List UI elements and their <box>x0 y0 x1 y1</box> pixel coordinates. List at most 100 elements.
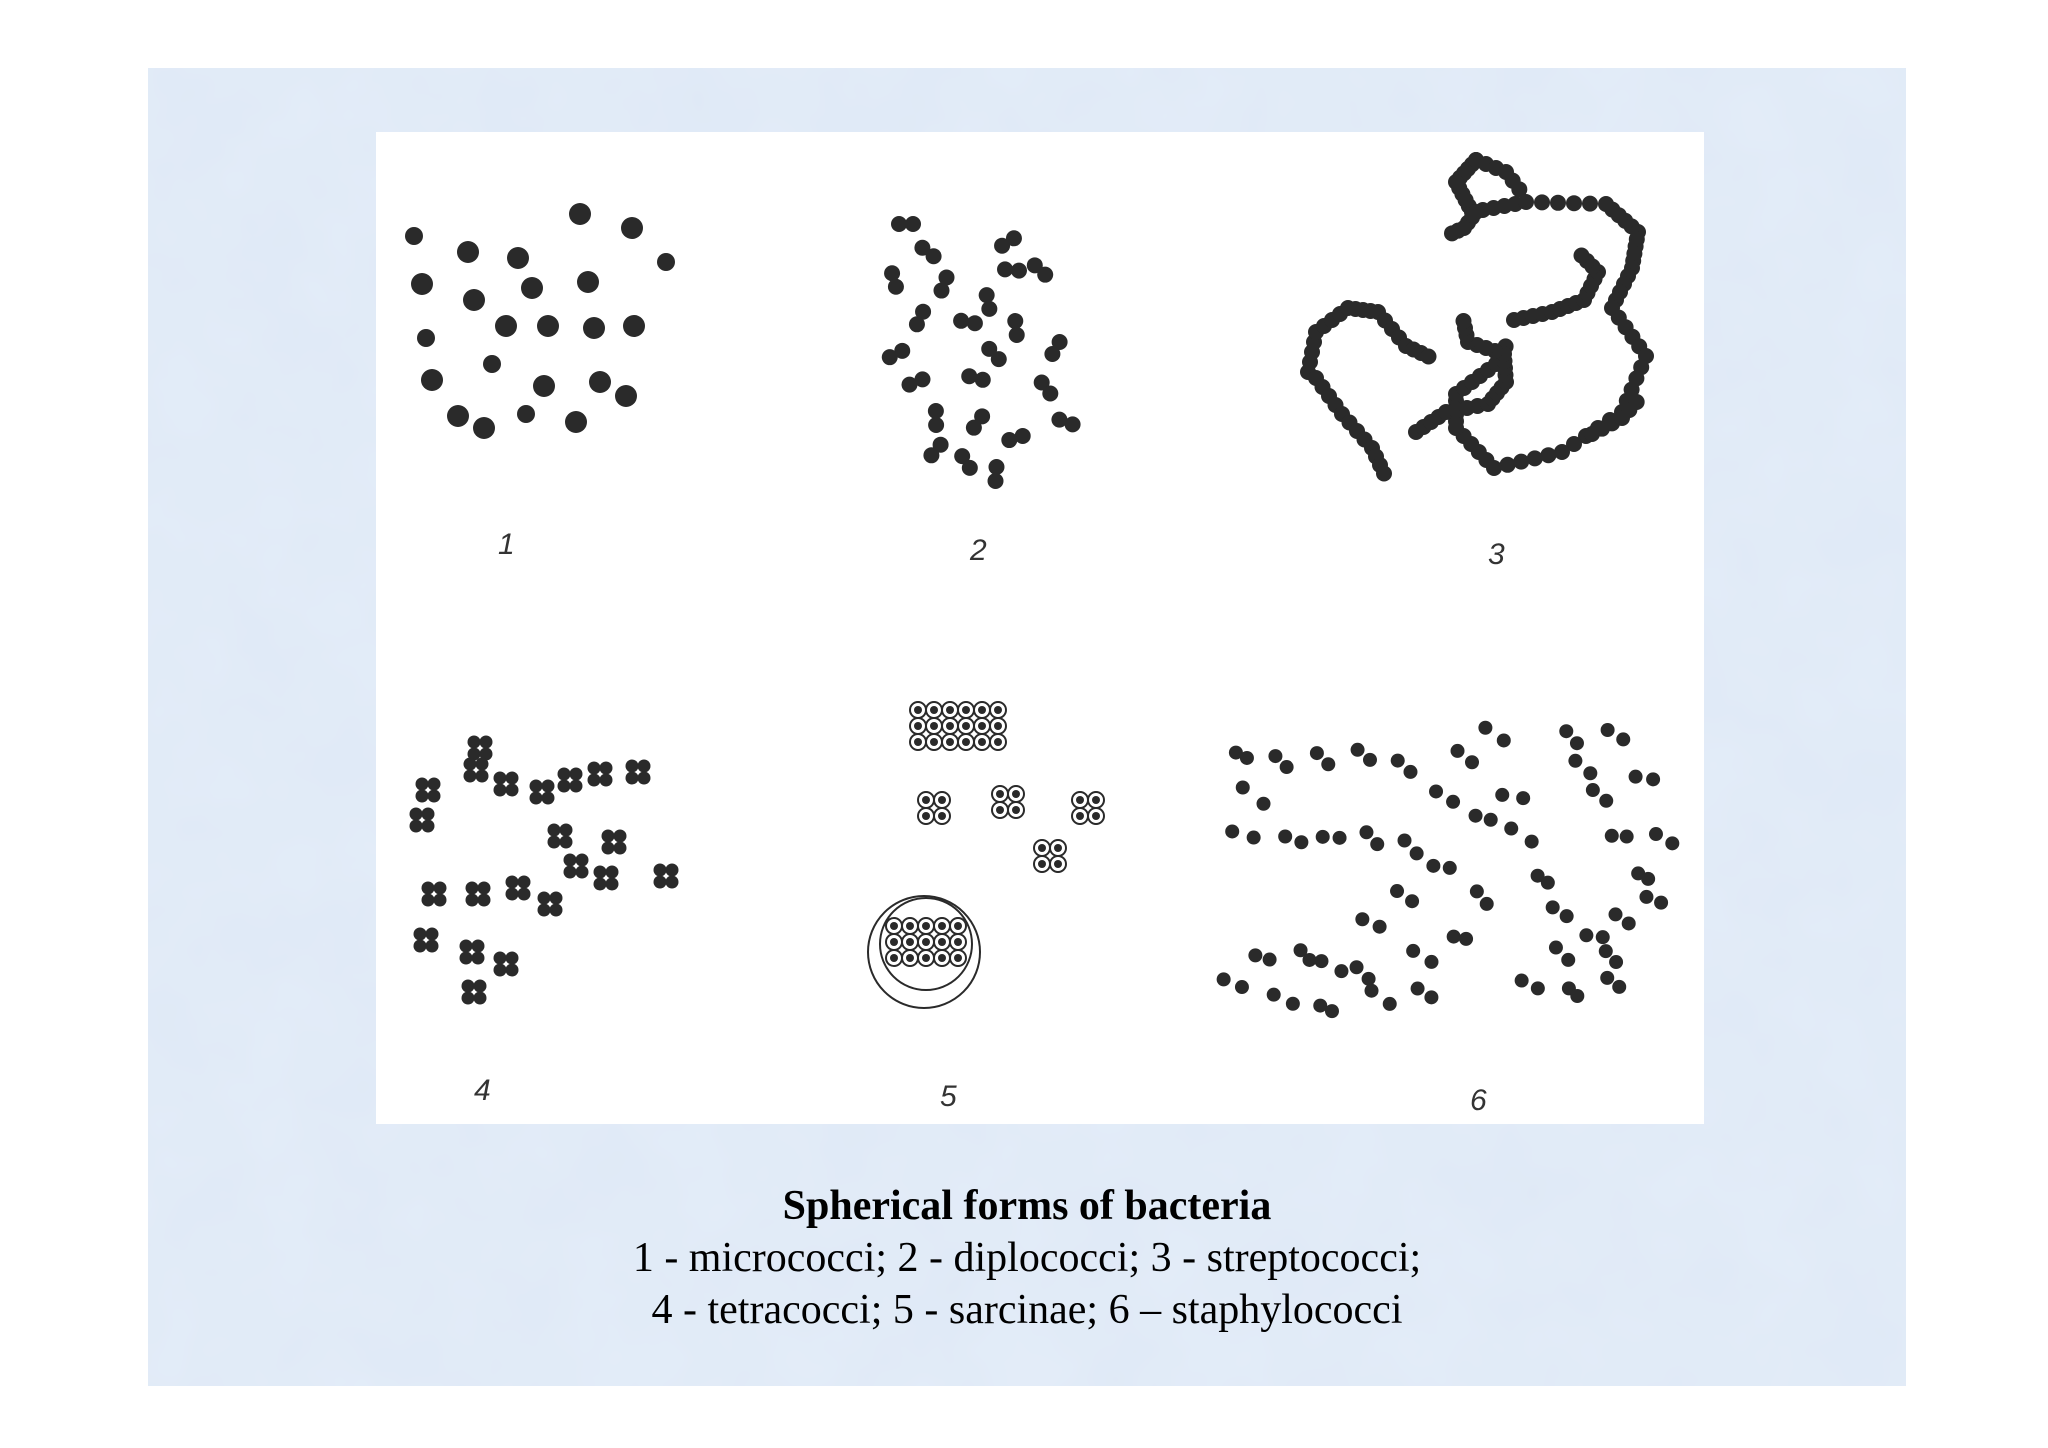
coccus <box>621 217 643 239</box>
diplococcus-cell <box>1051 411 1068 428</box>
staphylococcus-cell <box>1646 772 1661 787</box>
staphylococcus-cell <box>1248 948 1263 963</box>
tetracocci-cluster <box>409 735 679 1005</box>
staphylococcus-cell <box>1278 829 1293 844</box>
sarcina-cell <box>922 938 930 946</box>
diplococcus-cell <box>1026 257 1043 274</box>
tetracoccus-cell <box>433 881 447 895</box>
sarcina-cell <box>946 738 954 746</box>
streptococcus-cell <box>1550 194 1566 211</box>
staphylococcus-cell <box>1514 973 1529 988</box>
tetracoccus-cell <box>665 863 679 877</box>
diplococcus-cell <box>1005 230 1022 247</box>
staphylococcus-cell <box>1409 846 1424 861</box>
staphylococcus-cell <box>1496 733 1511 748</box>
tetracoccus-cell <box>467 735 481 749</box>
figure-caption: Spherical forms of bacteria 1 - micrococ… <box>148 1180 1906 1336</box>
sarcina-cell <box>1092 796 1100 804</box>
sarcina-cell <box>930 722 938 730</box>
sarcina-cell <box>989 733 1007 751</box>
sarcina-cell <box>922 954 930 962</box>
staphylococcus-cell <box>1324 1004 1339 1019</box>
streptococcus-cell <box>1444 225 1460 242</box>
staphylococcus-cell <box>1406 943 1421 958</box>
tetracoccus-cell <box>625 771 639 785</box>
staphylococcus-cell <box>1382 996 1397 1011</box>
figure-panel: 1 2 3 4 5 6 <box>376 132 1704 1124</box>
staphylococcus-cell <box>1361 971 1376 986</box>
diplococcus-cell <box>1001 432 1018 449</box>
staphylococcus-cell <box>1469 884 1484 899</box>
staphylococcus-cell <box>1426 858 1441 873</box>
coccus <box>521 277 543 299</box>
tetracoccus-cell <box>427 777 441 791</box>
panel-label-4: 4 <box>474 1074 491 1107</box>
tetracoccus-cell <box>493 951 507 965</box>
tetracoccus-cell <box>569 767 583 781</box>
diplococcus-cell <box>1051 333 1068 350</box>
tetracoccus-cell <box>517 887 531 901</box>
staphylococcus-cell <box>1483 812 1498 827</box>
staphylococcus-cell <box>1524 834 1539 849</box>
staphylococcus-cell <box>1619 829 1634 844</box>
coccus <box>507 247 529 269</box>
staphylococcus-cell <box>1479 896 1494 911</box>
tetracoccus-cell <box>505 887 519 901</box>
tetracoccus-cell <box>505 771 519 785</box>
diplococci-cluster <box>881 216 1081 489</box>
staphylococcus-cell <box>1568 753 1583 768</box>
diplococcus-cell <box>925 248 942 265</box>
streptococcus-cell <box>1566 436 1582 452</box>
diplococcus-cell <box>953 312 970 329</box>
tetracoccus-cell <box>425 939 439 953</box>
sarcina-cell <box>994 722 1002 730</box>
sarcina-outline <box>867 895 981 1009</box>
diplococcus-cell <box>997 261 1014 278</box>
staphylococcus-cell <box>1450 743 1465 758</box>
tetracoccus-cell <box>493 771 507 785</box>
sarcina-cell <box>1076 812 1084 820</box>
coccus <box>615 385 637 407</box>
staphylococcus-cell <box>1390 884 1405 899</box>
staphylococcus-cell <box>1397 833 1412 848</box>
sarcina-cell <box>1076 796 1084 804</box>
diplococcus-cell <box>894 342 911 359</box>
diplococcus-cell <box>1014 427 1031 444</box>
tetracoccus-cell <box>563 865 577 879</box>
staphylococcus-cell <box>1639 889 1654 904</box>
staphylococcus-cell <box>1465 755 1480 770</box>
sarcina-cell <box>930 706 938 714</box>
staphylococcus-cell <box>1442 860 1457 875</box>
streptococcus-cell <box>1573 247 1590 264</box>
sarcina-cell <box>1038 844 1046 852</box>
staphylococcus-cell <box>1225 824 1240 839</box>
staphylococcus-cell <box>1279 760 1294 775</box>
panel-label-2: 2 <box>969 534 987 567</box>
tetracoccus-cell <box>665 875 679 889</box>
tetracoccus-cell <box>461 991 475 1005</box>
staphylococcus-cell <box>1350 742 1365 757</box>
staphylococcus-cell <box>1495 787 1510 802</box>
staphylococcus-cell <box>1599 793 1614 808</box>
tetracoccus-cell <box>421 881 435 895</box>
tetracoccus-cell <box>415 789 429 803</box>
sarcina-cell <box>1054 844 1062 852</box>
staphylococcus-cell <box>1403 764 1418 779</box>
staphylococcus-cell <box>1405 894 1420 909</box>
slide: 1 2 3 4 5 6 Spherical forms of bacteria … <box>148 68 1906 1386</box>
coccus <box>463 289 485 311</box>
tetracoccus-cell <box>421 819 435 833</box>
diplococcus-cell <box>961 459 978 476</box>
tetracoccus-cell <box>587 761 601 775</box>
caption-line-2: 4 - tetracocci; 5 - sarcinae; 6 – staphy… <box>651 1287 1403 1333</box>
sarcina-cell <box>906 954 914 962</box>
tetracoccus-cell <box>463 769 477 783</box>
tetracoccus-cell <box>601 829 615 843</box>
tetracoccus-cell <box>547 835 561 849</box>
streptococcus-cell <box>1628 394 1645 410</box>
sarcina-cell <box>1038 860 1046 868</box>
tetracoccus-cell <box>599 773 613 787</box>
tetracoccus-cell <box>433 893 447 907</box>
sarcina-cell <box>922 922 930 930</box>
sarcina-cell <box>978 706 986 714</box>
